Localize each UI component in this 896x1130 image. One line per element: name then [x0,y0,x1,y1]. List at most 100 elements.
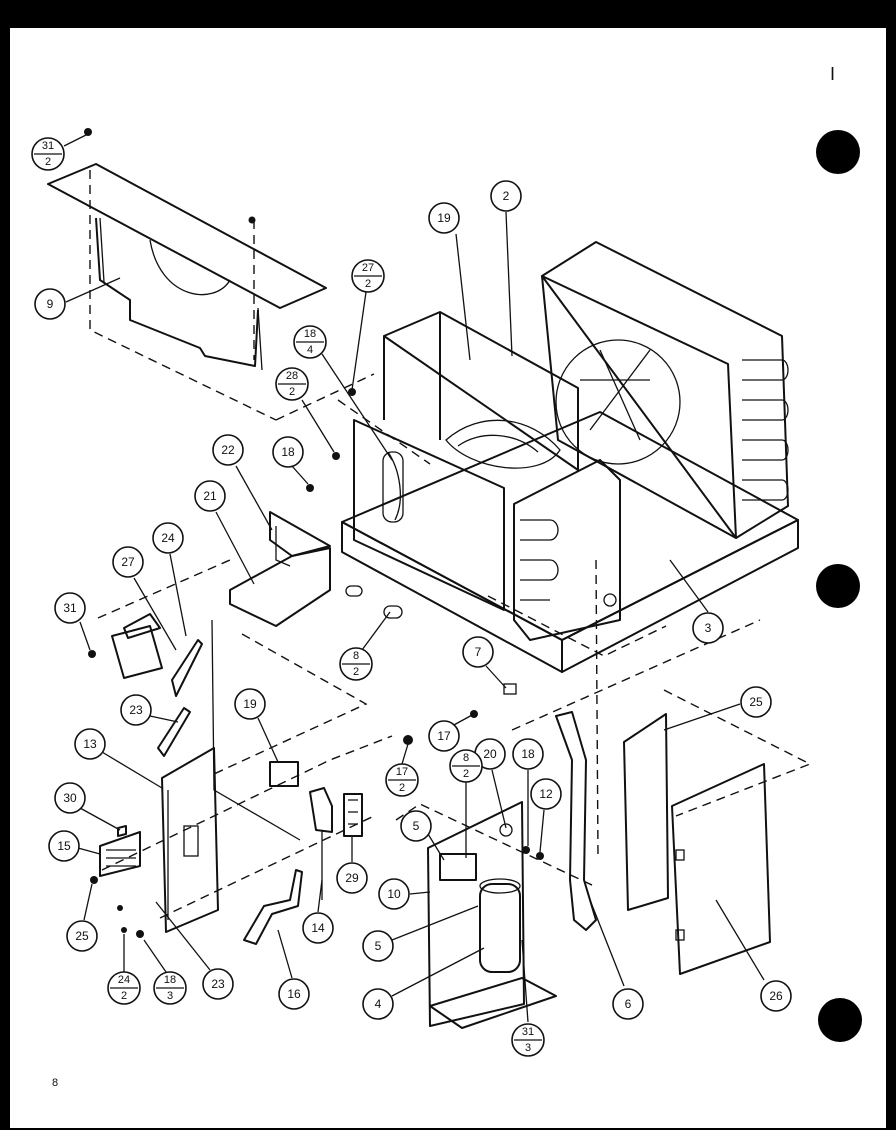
svg-text:2: 2 [45,156,51,168]
callout-fraction-24-2: 24 2 [107,934,141,1005]
callout-25-panel: 25 [663,686,772,731]
svg-text:24: 24 [161,531,175,545]
part-capacitor-bracket [427,683,557,1029]
part-control-box [229,484,331,627]
part-drain-tube [555,711,597,931]
svg-text:2: 2 [289,386,295,398]
callout-21: 21 [194,480,255,585]
callout-19-blower: 19 [428,202,471,361]
svg-text:25: 25 [75,929,89,943]
callout-15: 15 [48,830,101,862]
callout-fraction-17-2: 17 2 [385,743,419,797]
svg-text:2: 2 [463,768,469,780]
svg-text:3: 3 [167,990,173,1002]
svg-text:2: 2 [399,782,405,794]
callout-19-switch: 19 [234,688,279,763]
svg-text:2: 2 [365,278,371,290]
part-control-panel [88,613,219,938]
svg-text:2: 2 [121,990,127,1002]
svg-text:9: 9 [47,297,54,311]
svg-text:24: 24 [118,974,130,986]
svg-text:4: 4 [307,344,313,356]
callout-fraction-18-4: 18 4 [293,325,393,461]
callout-9: 9 [34,277,121,320]
svg-text:14: 14 [311,921,325,935]
callout-fraction-31-3: 31 3 [511,939,545,1057]
callout-5-lower: 5 [362,905,479,962]
svg-text:28: 28 [286,370,298,382]
svg-text:20: 20 [483,747,497,761]
svg-text:31: 31 [42,140,54,152]
alignment-lines [89,170,812,919]
svg-text:17: 17 [437,729,451,743]
svg-text:19: 19 [243,697,257,711]
callout-31-left: 31 [54,592,91,651]
svg-text:27: 27 [362,262,374,274]
svg-text:8: 8 [463,752,469,764]
callout-3: 3 [669,559,724,644]
callout-6: 6 [589,899,644,1020]
footer-mark: 8 [52,1077,58,1089]
svg-text:12: 12 [539,787,553,801]
callout-30: 30 [54,782,121,831]
svg-text:13: 13 [83,737,97,751]
part-side-panels [623,713,771,975]
callout-26: 26 [715,899,792,1012]
binder-hole-bottom [818,998,862,1042]
svg-text:18: 18 [304,328,316,340]
binder-hole-middle [816,564,860,608]
callout-13: 13 [74,728,163,789]
page-mark: I [830,64,835,84]
svg-text:18: 18 [521,747,535,761]
callout-fraction-27-2: 27 2 [351,259,385,391]
svg-text:26: 26 [769,989,783,1003]
callout-22: 22 [212,434,273,531]
callout-20: 20 [474,738,507,829]
callout-fraction-31-2: 31 2 [31,133,89,171]
svg-text:27: 27 [121,555,135,569]
callout-25-screw: 25 [66,883,98,952]
svg-text:8: 8 [353,650,359,662]
callout-fraction-8-2-chassis: 8 2 [339,611,391,681]
svg-text:6: 6 [625,997,632,1011]
svg-text:23: 23 [211,977,225,991]
svg-text:3: 3 [705,621,712,635]
svg-text:10: 10 [387,887,401,901]
callout-4: 4 [362,947,485,1020]
callout-5-upper: 5 [400,810,445,861]
svg-text:15: 15 [57,839,71,853]
svg-text:23: 23 [129,703,143,717]
part-chassis [332,241,799,673]
callout-16: 16 [277,929,310,1010]
svg-text:31: 31 [522,1026,534,1038]
callout-10: 10 [378,878,431,910]
callout-27: 27 [112,546,177,651]
svg-text:19: 19 [437,211,451,225]
svg-text:2: 2 [503,189,510,203]
svg-text:5: 5 [413,819,420,833]
callout-18-bracket: 18 [512,738,544,846]
svg-text:18: 18 [281,445,295,459]
svg-text:31: 31 [63,601,77,615]
callout-12: 12 [530,778,562,853]
svg-text:16: 16 [287,987,301,1001]
callout-fraction-28-2: 28 2 [275,367,335,453]
svg-text:25: 25 [749,695,763,709]
svg-text:18: 18 [164,974,176,986]
callout-23-upper: 23 [120,694,179,726]
svg-text:7: 7 [475,645,482,659]
binder-hole-top [816,130,860,174]
callout-fraction-8-2-bracket: 8 2 [449,749,483,858]
svg-text:22: 22 [221,443,235,457]
callout-29: 29 [336,836,368,894]
callout-23-lower: 23 [155,901,234,1000]
part-switch-assembly [211,619,413,945]
callout-14: 14 [302,879,334,944]
callout-2: 2 [490,180,522,357]
svg-text:3: 3 [525,1042,531,1054]
svg-text:29: 29 [345,871,359,885]
svg-text:30: 30 [63,791,77,805]
svg-text:17: 17 [396,766,408,778]
callout-7: 7 [462,636,507,689]
